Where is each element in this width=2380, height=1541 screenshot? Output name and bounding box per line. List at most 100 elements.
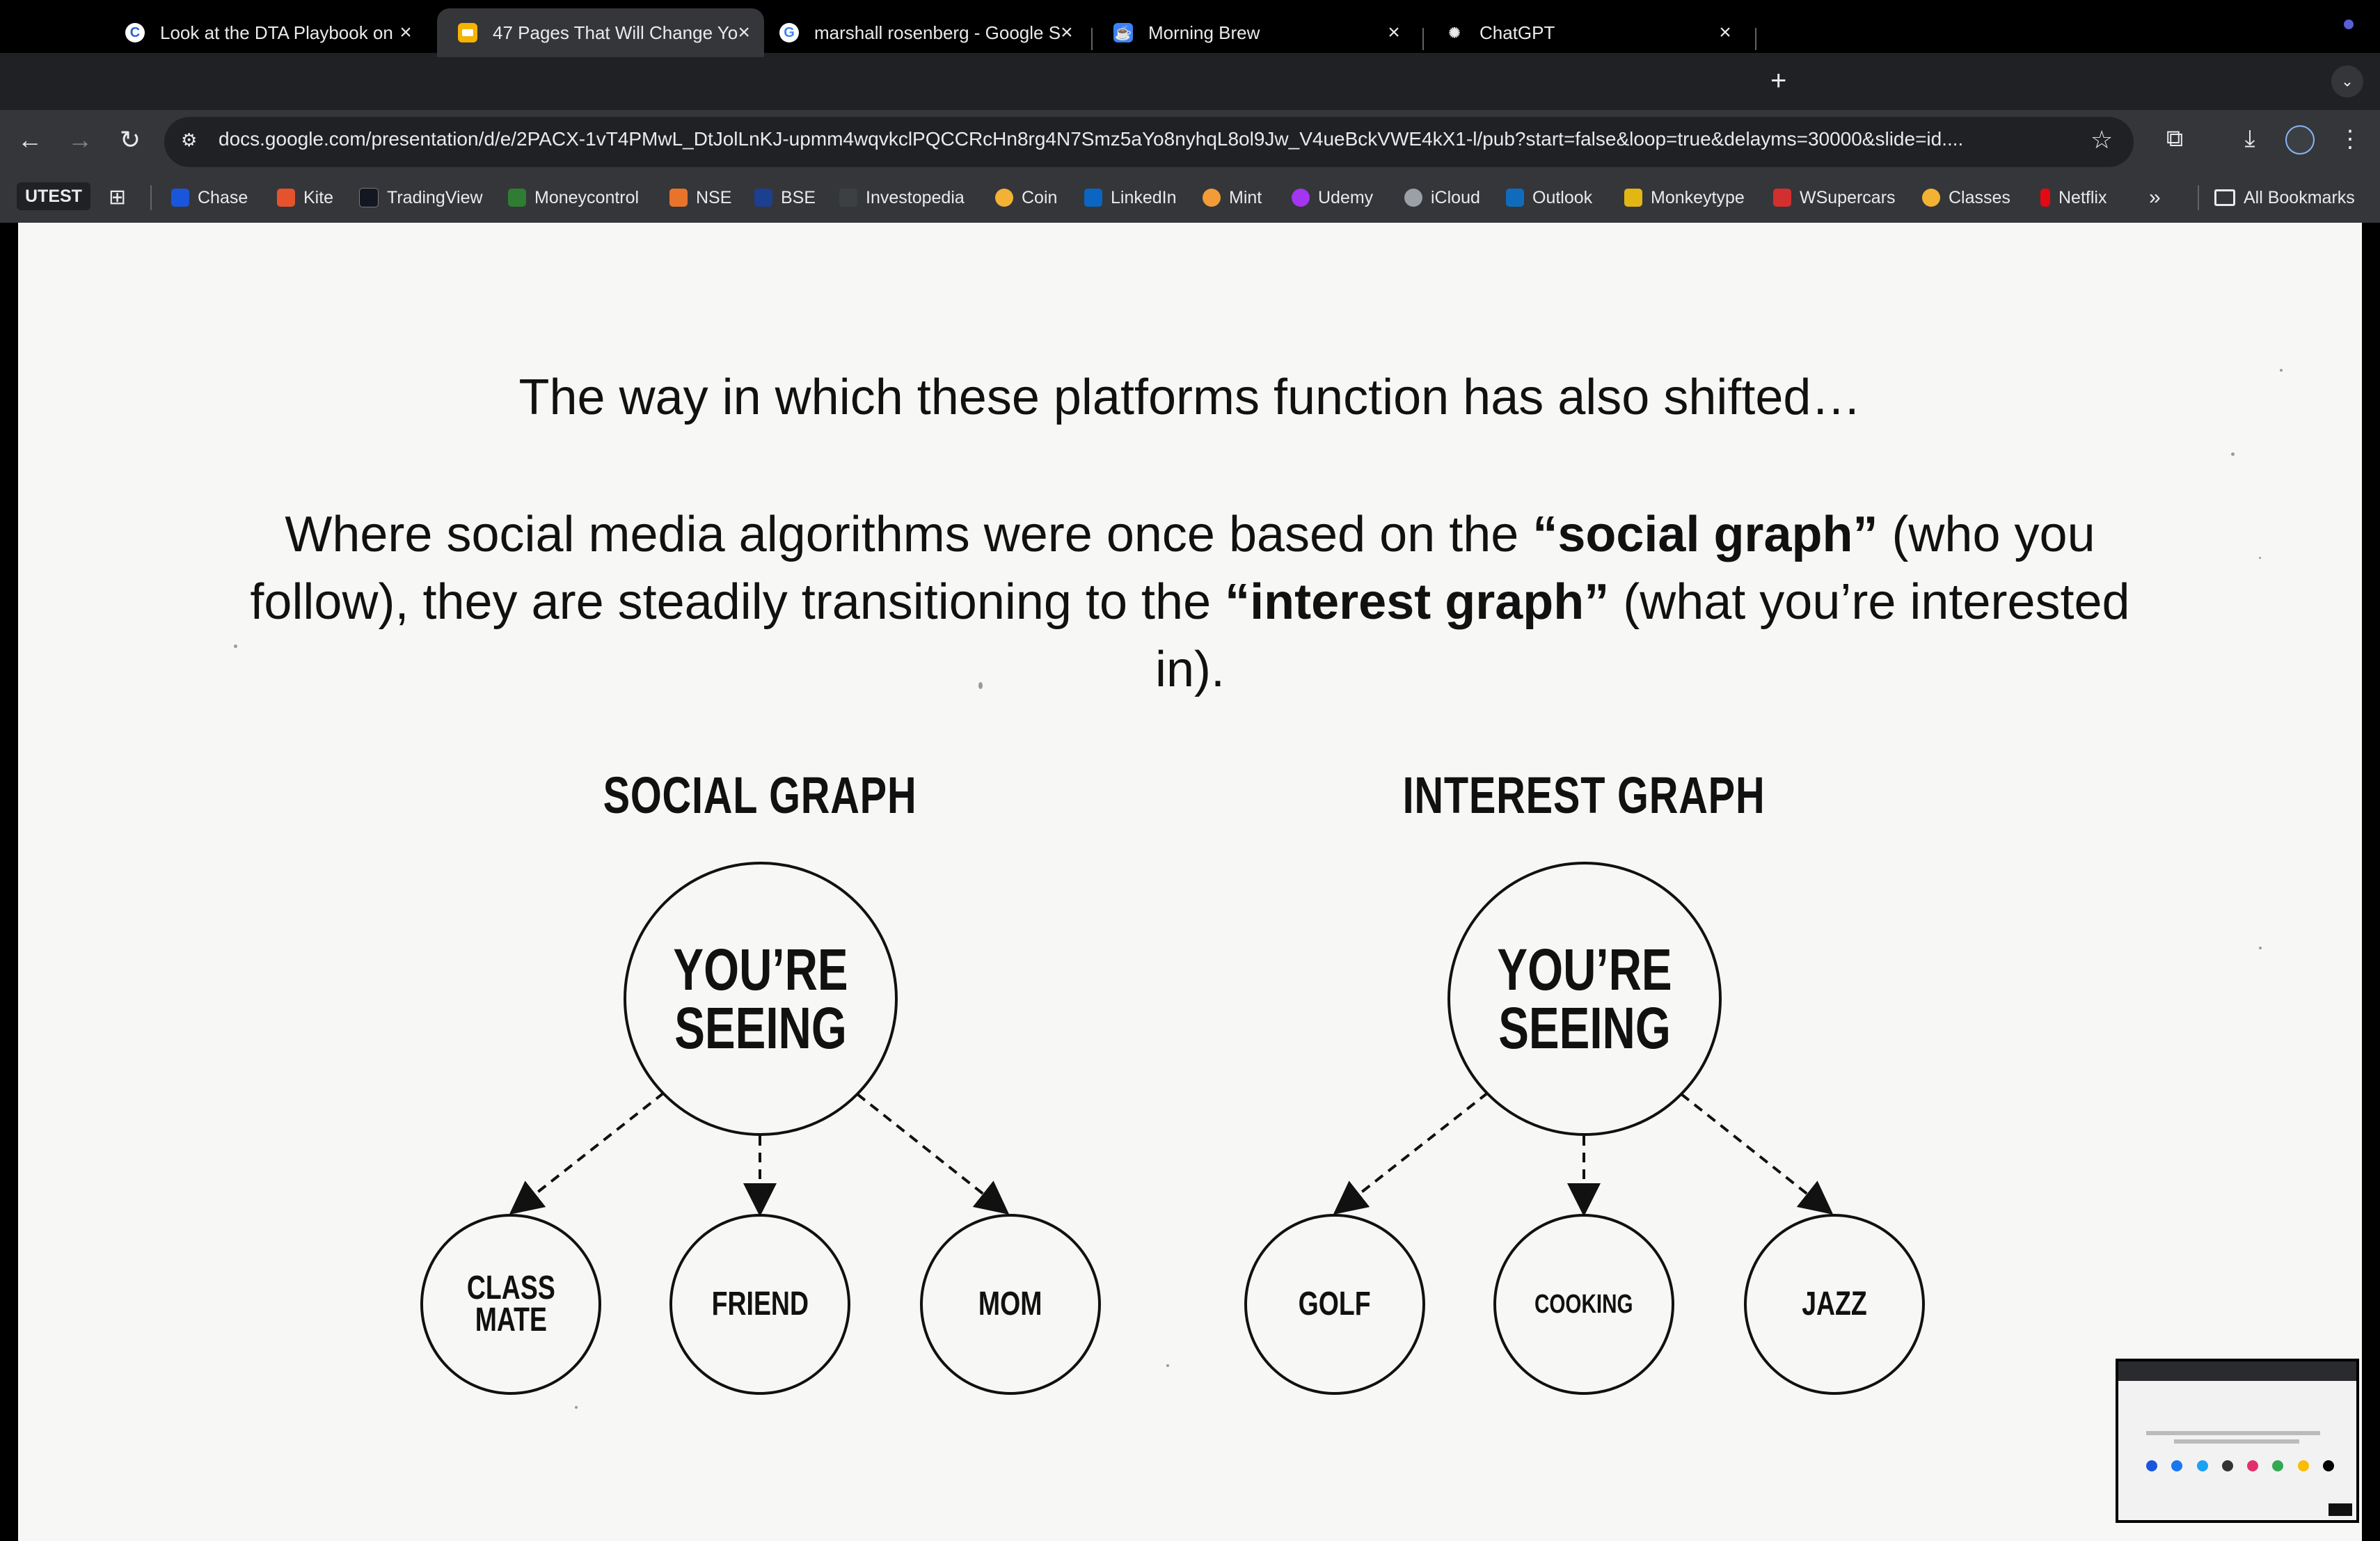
bookmark-label: Kite (303, 187, 334, 207)
tab-morning-brew[interactable]: ☕ Morning Brew × (1093, 8, 1420, 57)
node-label: CLASS MATE (466, 1270, 555, 1338)
macos-top-bar (0, 0, 2380, 53)
tab-47-pages[interactable]: 47 Pages That Will Change Yo × (437, 8, 764, 57)
tab-marshall-rosenberg[interactable]: G marshall rosenberg - Google S × (759, 8, 1086, 57)
paper-speck (1166, 1364, 1169, 1367)
morning-brew-favicon-icon: ☕ (1113, 23, 1133, 42)
bookmark-label: Chase (198, 187, 248, 207)
thumbnail-text-line (2146, 1431, 2320, 1435)
address-bar[interactable] (164, 117, 2134, 167)
bookmark-outlook[interactable]: Outlook (1506, 185, 1592, 210)
bookmark-tradingview[interactable]: TradingView (359, 185, 483, 210)
interest-node-cooking: COOKING (1493, 1214, 1674, 1395)
paper-speck (575, 1406, 578, 1409)
bookmark-label: WSupercars (1800, 187, 1896, 207)
bse-icon (754, 189, 772, 207)
menu-kebab-icon[interactable]: ⋮ (2338, 126, 2362, 152)
paragraph-bold-interest-graph: “interest graph” (1225, 574, 1610, 630)
url-text[interactable]: docs.google.com/presentation/d/e/2PACX-1… (219, 128, 1964, 150)
bookmark-classes[interactable]: Classes (1922, 185, 2010, 210)
close-tab-icon[interactable]: × (1061, 21, 1073, 44)
bookmark-nse[interactable]: NSE (669, 185, 731, 210)
udemy-icon (1292, 189, 1310, 207)
back-arrow-icon[interactable]: ← (17, 125, 42, 154)
paper-speck (2280, 369, 2283, 372)
paper-speck (978, 682, 983, 689)
forward-arrow-icon[interactable]: → (68, 125, 93, 154)
tab-dta-playbook[interactable]: C Look at the DTA Playbook on × (104, 8, 431, 57)
bookmark-utest[interactable]: UTEST (17, 182, 90, 210)
bookmark-kite[interactable]: Kite (277, 185, 333, 210)
bookmark-moneycontrol[interactable]: Moneycontrol (508, 185, 639, 210)
bookmark-label: All Bookmarks (2244, 187, 2355, 207)
download-icon[interactable]: ⤓ (2244, 125, 2255, 152)
bookmark-monkeytype[interactable]: Monkeytype (1624, 185, 1745, 210)
tab-chatgpt[interactable]: ✺ ChatGPT × (1424, 8, 1751, 57)
paper-speck (234, 645, 237, 648)
bookmark-label: Mint (1229, 187, 1262, 207)
bookmark-mint[interactable]: Mint (1203, 185, 1262, 210)
bookmark-label: TradingView (387, 187, 483, 207)
thumbnail-text-line (2174, 1439, 2299, 1444)
bookmark-label: BSE (781, 187, 816, 207)
close-tab-icon[interactable]: × (738, 21, 750, 44)
bookmark-label: Classes (1949, 187, 2010, 207)
node-label: MOM (978, 1286, 1042, 1322)
bookmark-label: Investopedia (866, 187, 965, 207)
extensions-puzzle-icon[interactable]: ⧉ (2166, 125, 2184, 152)
reload-icon[interactable]: ↻ (119, 125, 141, 154)
site-settings-icon[interactable]: ⚙ (181, 129, 198, 150)
thumbnail-app-icon (2221, 1460, 2233, 1471)
paper-speck (2231, 452, 2235, 456)
bookmark-chase[interactable]: Chase (171, 185, 248, 210)
node-label: FRIEND (711, 1286, 809, 1322)
bookmark-wsupercars[interactable]: WSupercars (1773, 185, 1896, 210)
thumbnail-app-icon (2196, 1460, 2208, 1471)
connector-arrow (1680, 1093, 1834, 1215)
profile-avatar[interactable] (2285, 125, 2315, 155)
connector-arrow (856, 1093, 1010, 1215)
thumbnail-app-icon (2297, 1460, 2309, 1471)
monkeytype-icon (1624, 189, 1642, 207)
slides-favicon-icon (458, 23, 477, 42)
tab-separator (1755, 28, 1756, 50)
thumbnail-icon-row (2146, 1460, 2334, 1474)
bookmark-label: Outlook (1532, 187, 1593, 207)
bookmark-label: Udemy (1318, 187, 1374, 207)
close-tab-icon[interactable]: × (399, 21, 412, 44)
paragraph-text: (who you follow), they are steadily tran… (250, 507, 2095, 630)
kite-icon (277, 189, 295, 207)
bookmark-udemy[interactable]: Udemy (1292, 185, 1373, 210)
paragraph-text: (what you’re interested in). (1155, 574, 2130, 697)
close-tab-icon[interactable]: × (1388, 21, 1400, 44)
social-node-classmate: CLASS MATE (420, 1214, 601, 1395)
bookmark-label: Monkeytype (1651, 187, 1745, 207)
new-tab-icon[interactable]: + (1770, 65, 1787, 96)
bookmark-coin[interactable]: Coin (995, 185, 1057, 210)
bookmarks-overflow-chevron-icon[interactable]: » (2149, 185, 2161, 210)
linkedin-icon (1084, 189, 1102, 207)
apps-grid-icon[interactable]: ⊞ (109, 186, 127, 209)
netflix-icon (2040, 189, 2050, 207)
bookmark-investopedia[interactable]: Investopedia (839, 185, 965, 210)
close-tab-icon[interactable]: × (1719, 21, 1731, 44)
classes-favicon-icon: C (125, 23, 145, 42)
mint-icon (1203, 189, 1221, 207)
bookmark-all-bookmarks[interactable]: All Bookmarks (2214, 185, 2355, 210)
bookmark-linkedin[interactable]: LinkedIn (1084, 185, 1177, 210)
tab-search-chevron-icon[interactable]: ⌄ (2331, 65, 2363, 97)
nse-icon (669, 189, 688, 207)
interest-node-golf: GOLF (1244, 1214, 1425, 1395)
bookmark-netflix[interactable]: Netflix (2040, 185, 2107, 210)
social-node-mom: MOM (920, 1214, 1101, 1395)
interest-graph-title: INTEREST GRAPH (1402, 766, 1766, 824)
interest-center-node: YOU’RE SEEING (1447, 862, 1722, 1136)
bookmark-star-icon[interactable]: ☆ (2091, 125, 2113, 154)
tradingview-icon (359, 188, 379, 207)
thumbnail-app-icon (2247, 1460, 2259, 1471)
bookmark-icloud[interactable]: iCloud (1404, 185, 1480, 210)
status-dot (2344, 19, 2354, 29)
picture-in-picture-thumbnail[interactable] (2116, 1359, 2359, 1523)
thumbnail-button (2329, 1503, 2352, 1516)
bookmark-bse[interactable]: BSE (754, 185, 816, 210)
